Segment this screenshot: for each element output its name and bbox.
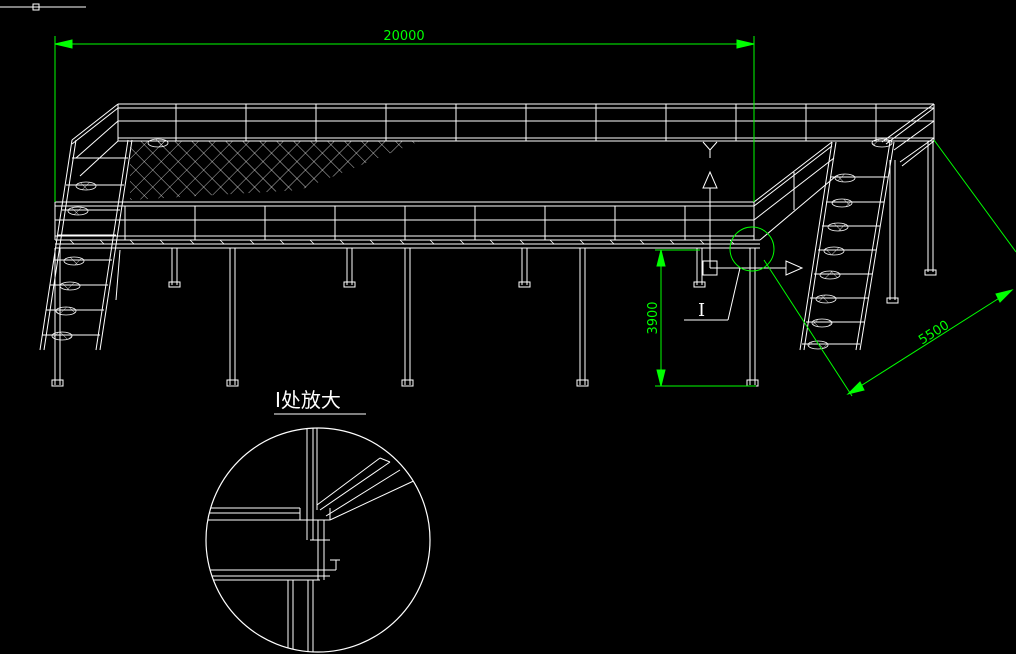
detail-title: I处放大 (275, 388, 341, 412)
dimension-length (54, 36, 755, 202)
detail-mark-label: I (698, 300, 705, 321)
dimension-height (655, 249, 756, 387)
back-columns (168, 141, 937, 304)
platform-structure (39, 103, 937, 387)
dimension-depth-text: 5500 (916, 318, 952, 348)
ucs-axes (702, 141, 804, 276)
dimension-length-text: 20000 (383, 29, 424, 44)
back-rail-posts (117, 104, 935, 141)
detail-view[interactable] (200, 420, 431, 654)
front-rail-posts (54, 202, 755, 240)
left-stair (39, 139, 133, 351)
detail-callout: I (684, 226, 775, 321)
dimension-depth (763, 139, 1016, 397)
right-stair (147, 138, 895, 351)
ucs-indicator (0, 3, 86, 11)
deck-ticks (69, 239, 735, 245)
detail-reference-circle[interactable] (729, 226, 775, 272)
dimension-height-text: 3900 (646, 301, 661, 334)
